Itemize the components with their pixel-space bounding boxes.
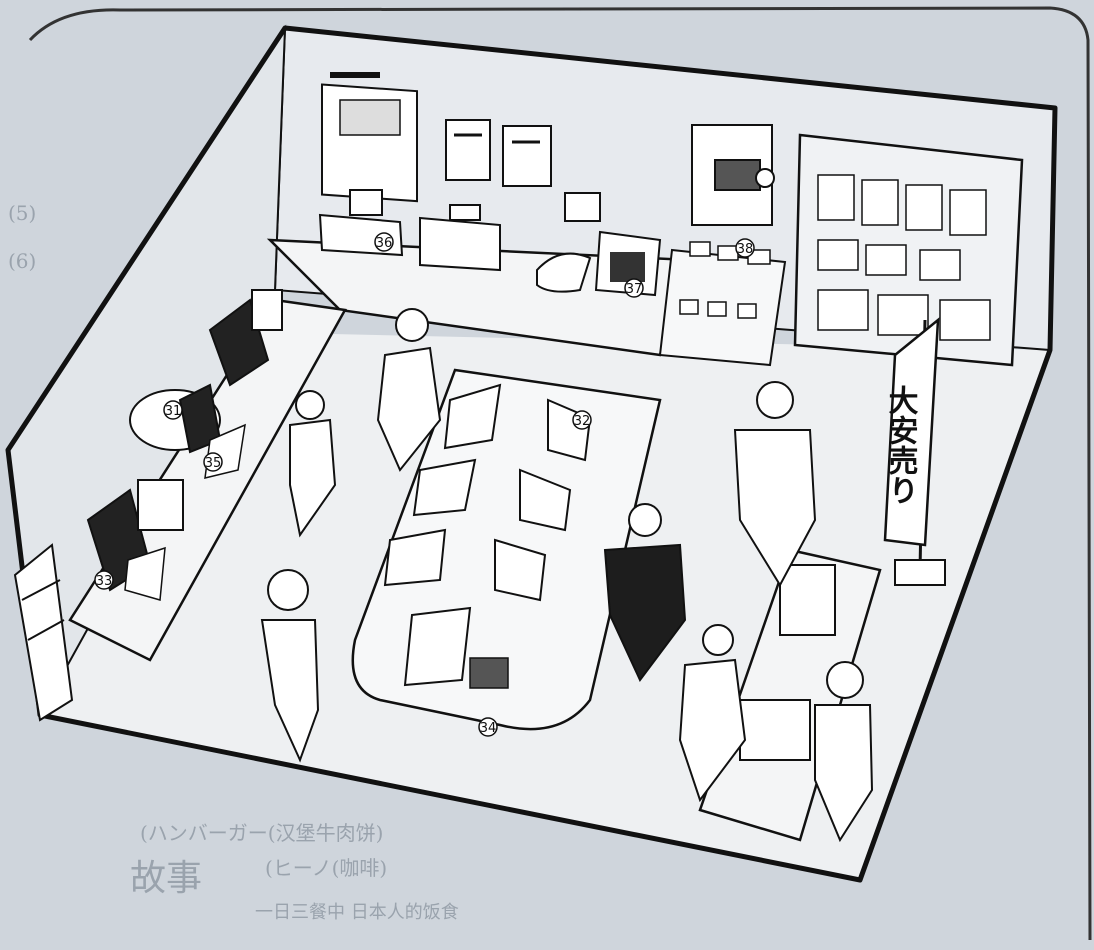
- poster-printer: [322, 72, 417, 201]
- desktop-computer: [88, 480, 183, 600]
- store-clerk: [735, 382, 815, 585]
- small-scanner: [537, 254, 590, 292]
- desktop-computer-back: [210, 290, 282, 385]
- laptop-computer: [385, 385, 590, 685]
- svg-text:32: 32: [574, 414, 591, 429]
- poster-camera: [692, 125, 774, 225]
- scanner: [596, 232, 660, 295]
- label-36: 36: [375, 233, 393, 251]
- label-34: 34: [479, 718, 497, 736]
- display-shelf: [795, 135, 1022, 365]
- label-35: 35: [204, 453, 222, 471]
- label-33: 33: [95, 571, 113, 589]
- page-frame: [30, 8, 1090, 940]
- printer-2: [420, 205, 500, 270]
- svg-text:37: 37: [626, 282, 643, 297]
- svg-text:34: 34: [480, 721, 497, 736]
- label-37: 37: [625, 279, 643, 297]
- magazine-rack: [15, 545, 72, 720]
- bg-text-2: (6): [8, 249, 36, 273]
- bg-text-4: (ヒーノ(咖啡): [265, 856, 387, 880]
- label-38: 38: [736, 239, 754, 257]
- mouse: [470, 658, 508, 688]
- background-text: (5) (6) (ハンバーガー(汉堡牛肉饼) (ヒーノ(咖啡) 故事 一日三餐中…: [8, 201, 459, 923]
- svg-text:38: 38: [737, 242, 754, 257]
- poster-pair: [446, 120, 551, 186]
- sale-banner-text: 大安売り: [883, 385, 919, 505]
- svg-text:31: 31: [165, 404, 182, 419]
- monitor-stand-back: [565, 193, 600, 221]
- sale-banner: 大安売り: [883, 320, 946, 585]
- man-with-glasses: [605, 504, 685, 680]
- package-box: [740, 700, 810, 760]
- label-31: 31: [164, 401, 182, 419]
- svg-text:33: 33: [96, 574, 113, 589]
- boy-customer: [290, 391, 335, 535]
- bg-text-6: 一日三餐中 日本人的饭食: [255, 902, 459, 923]
- bg-text-3: (ハンバーガー(汉堡牛肉饼): [140, 821, 383, 845]
- svg-text:36: 36: [376, 236, 393, 251]
- cashier: [815, 662, 872, 840]
- bg-text-5: 故事: [130, 858, 202, 899]
- salesman: [378, 309, 440, 470]
- cash-register: [780, 565, 835, 635]
- camera-row: [680, 242, 770, 318]
- label-32: 32: [573, 411, 591, 429]
- svg-text:35: 35: [205, 456, 222, 471]
- woman-at-counter: [680, 625, 745, 800]
- woman-customer: [262, 570, 318, 760]
- bg-text-1: (5): [8, 201, 36, 225]
